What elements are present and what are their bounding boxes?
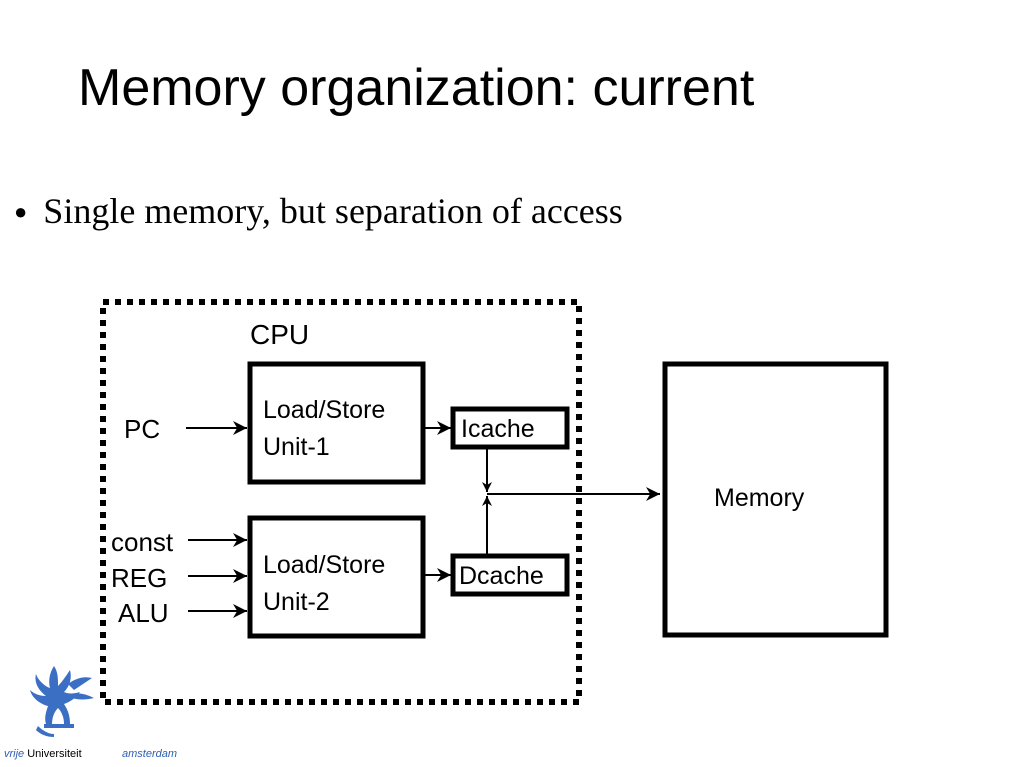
footer-brand: vrije Universiteit amsterdam: [4, 748, 177, 760]
cpu-boundary: [100, 299, 582, 705]
icache-label: Icache: [461, 415, 535, 443]
bullet-dot-icon: ●: [14, 199, 28, 224]
griffin-logo-icon: [30, 666, 94, 737]
dcache-box: [450, 553, 570, 597]
input-alu-label: ALU: [118, 598, 169, 628]
load-store-unit-1-box: [247, 361, 426, 485]
bullet-text: Single memory, but separation of access: [43, 191, 623, 231]
bullet-item: ● Single memory, but separation of access: [14, 193, 623, 229]
footer-vrije: vrije: [4, 748, 25, 760]
slide-title: Memory organization: current: [78, 59, 755, 117]
memory-box: [662, 361, 889, 638]
memory-label: Memory: [714, 484, 805, 512]
icache-box: [450, 406, 570, 450]
unit-2-line1: Load/Store: [263, 551, 385, 579]
load-store-unit-2-box: [247, 515, 426, 639]
dcache-label: Dcache: [459, 562, 544, 590]
unit-2-line2: Unit-2: [263, 588, 330, 616]
footer-amsterdam: amsterdam: [122, 748, 178, 760]
footer-universiteit: Universiteit: [27, 748, 82, 760]
input-pc-label: PC: [124, 414, 160, 444]
input-const-label: const: [111, 527, 174, 557]
cpu-label: CPU: [250, 319, 309, 350]
unit-1-line1: Load/Store: [263, 396, 385, 424]
input-reg-label: REG: [111, 563, 167, 593]
unit-1-line2: Unit-1: [263, 433, 330, 461]
